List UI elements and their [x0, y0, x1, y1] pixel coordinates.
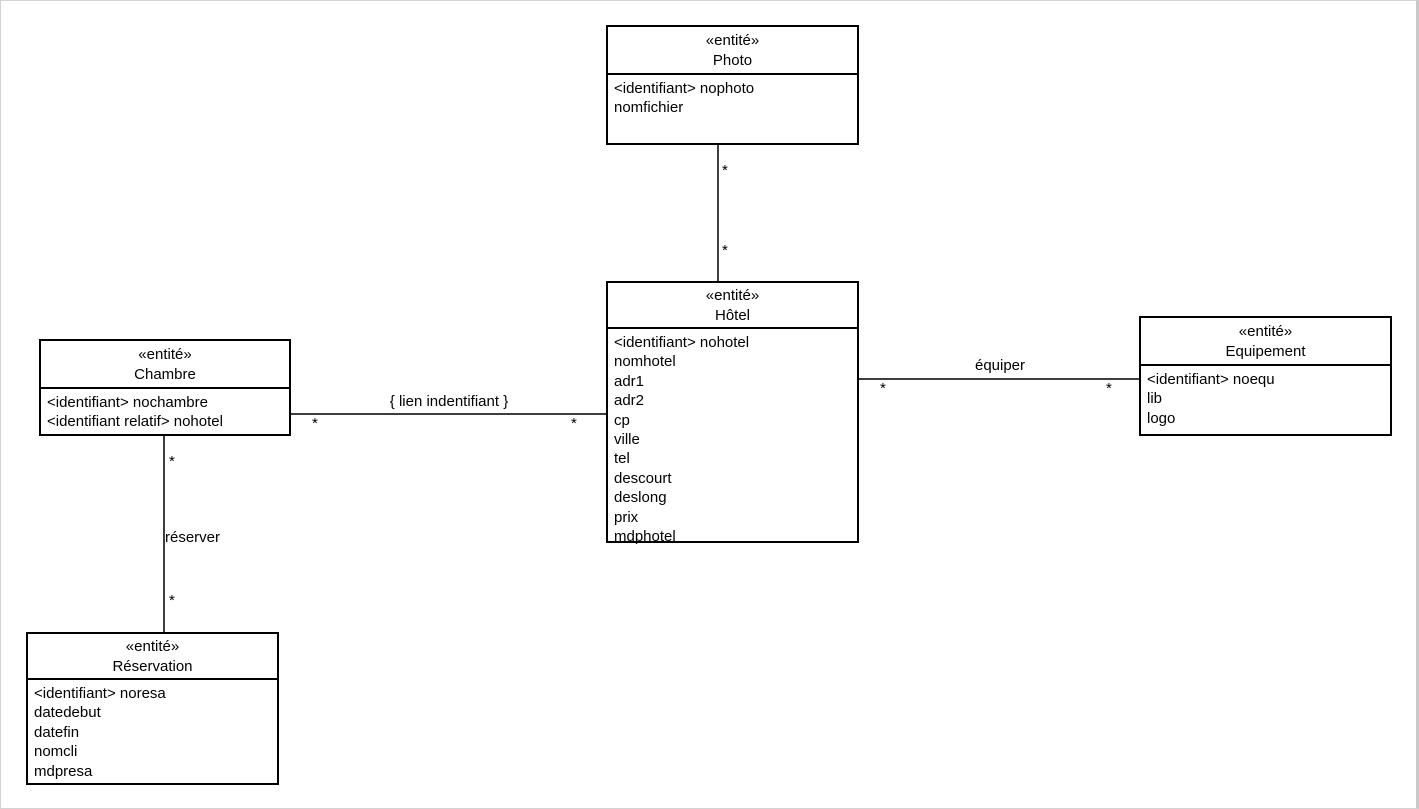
attribute: ville	[614, 431, 640, 449]
entity-stereotype: «entité»	[1238, 323, 1293, 340]
attribute: lib	[1147, 390, 1163, 408]
association-photo-hotel-line	[717, 144, 719, 281]
entity-hotel: «entité» Hôtel <identifiant> nohotel nom…	[606, 281, 859, 546]
multiplicity-chambre-side: *	[312, 415, 318, 432]
attribute: descourt	[614, 469, 672, 487]
multiplicity-chambre-side: *	[169, 453, 175, 470]
attribute: <identifiant> nophoto	[614, 80, 755, 97]
multiplicity-hotel-side: *	[880, 380, 886, 397]
attribute: datefin	[34, 723, 80, 741]
attribute: nomfichier	[614, 99, 684, 117]
entity-name: Réservation	[112, 657, 193, 675]
entity-reservation-attributes: <identifiant> noresa datedebut datefin n…	[28, 680, 277, 781]
entity-stereotype: «entité»	[705, 32, 760, 49]
entity-chambre-attributes: <identifiant> nochambre <identifiant rel…	[41, 389, 289, 432]
entity-equipement: «entité» Equipement <identifiant> noequ …	[1139, 316, 1392, 436]
association-chambre-hotel-line	[291, 413, 606, 415]
attribute: mdphotel	[614, 528, 676, 546]
attribute: cp	[614, 411, 630, 429]
multiplicity-hotel-side: *	[571, 415, 577, 432]
attribute: logo	[1147, 409, 1176, 427]
entity-hotel-attributes: <identifiant> nohotel nomhotel adr1 adr2…	[608, 329, 857, 546]
entity-stereotype: «entité»	[705, 287, 760, 304]
multiplicity-reservation-side: *	[169, 592, 175, 609]
entity-photo: «entité» Photo <identifiant> nophoto nom…	[606, 25, 859, 145]
entity-reservation: «entité» Réservation <identifiant> nores…	[26, 632, 279, 785]
entity-stereotype: «entité»	[138, 346, 192, 363]
entity-photo-attributes: <identifiant> nophoto nomfichier	[608, 75, 857, 118]
attribute: tel	[614, 450, 630, 468]
entity-name: Chambre	[134, 365, 196, 383]
attribute: deslong	[614, 489, 667, 507]
attribute: mdpresa	[34, 762, 93, 780]
entity-reservation-header: «entité» Réservation	[28, 634, 277, 680]
entity-equipement-attributes: <identifiant> noequ lib logo	[1141, 366, 1390, 428]
attribute: <identifiant> nochambre	[47, 394, 208, 411]
attribute: adr1	[614, 372, 645, 390]
attribute: datedebut	[34, 704, 101, 722]
association-hotel-equipement-label: équiper	[971, 357, 1029, 374]
multiplicity-hotel-side: *	[722, 242, 728, 259]
association-hotel-equipement-line	[859, 378, 1139, 380]
multiplicity-equipement-side: *	[1106, 380, 1112, 397]
association-chambre-hotel-label: { lien indentifiant }	[386, 393, 512, 410]
entity-chambre-header: «entité» Chambre	[41, 341, 289, 389]
attribute: nomhotel	[614, 353, 676, 371]
attribute: prix	[614, 508, 639, 526]
entity-name: Equipement	[1225, 342, 1306, 360]
attribute: nomcli	[34, 743, 78, 761]
entity-stereotype: «entité»	[125, 638, 180, 655]
attribute: <identifiant> nohotel	[614, 334, 750, 351]
entity-equipement-header: «entité» Equipement	[1141, 318, 1390, 366]
entity-hotel-header: «entité» Hôtel	[608, 283, 857, 329]
entity-photo-header: «entité» Photo	[608, 27, 857, 75]
attribute: <identifiant relatif> nohotel	[47, 413, 223, 431]
attribute: <identifiant> noequ	[1147, 371, 1275, 388]
entity-name: Hôtel	[714, 306, 751, 324]
association-chambre-reservation-line	[163, 436, 165, 632]
entity-name: Photo	[712, 51, 753, 69]
entity-chambre: «entité» Chambre <identifiant> nochambre…	[39, 339, 291, 436]
multiplicity-photo-side: *	[722, 162, 728, 179]
association-chambre-reservation-label: réserver	[165, 529, 221, 546]
attribute: <identifiant> noresa	[34, 685, 166, 702]
attribute: adr2	[614, 392, 645, 410]
